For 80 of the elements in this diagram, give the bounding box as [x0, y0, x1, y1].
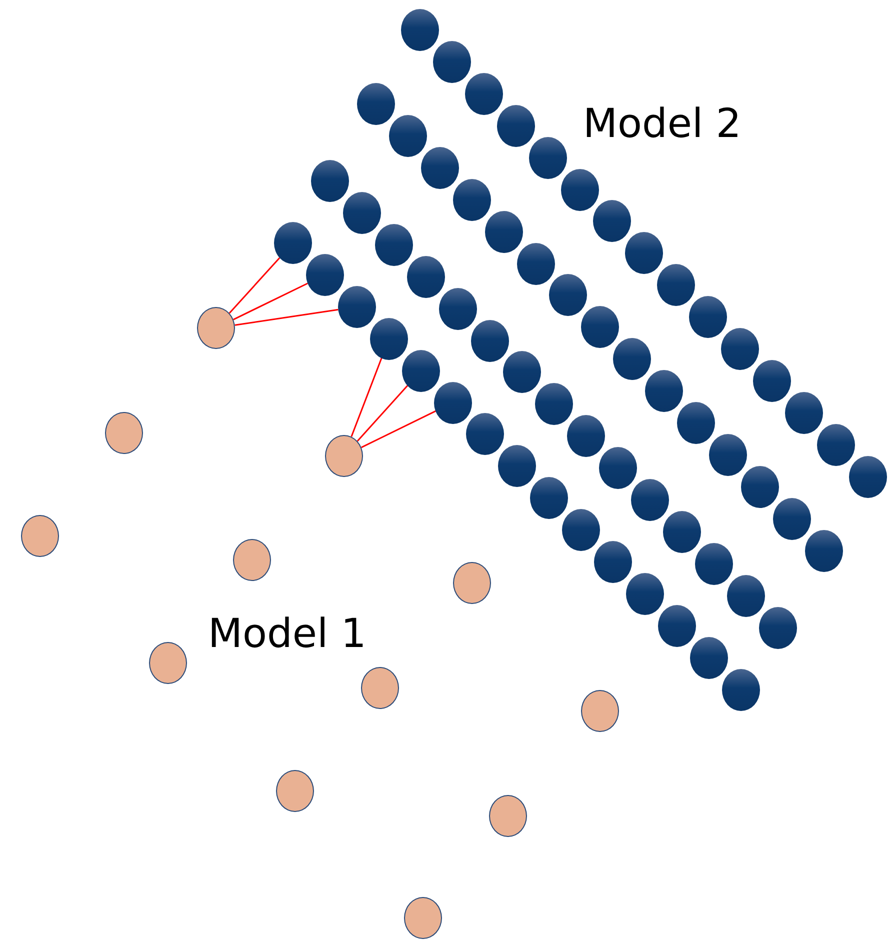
node-circle	[689, 296, 727, 338]
node-circle	[690, 636, 728, 679]
node-circle	[773, 498, 811, 540]
model-label: Model 1	[208, 614, 366, 654]
node-circle	[439, 288, 477, 330]
node-circle	[357, 83, 395, 125]
node-circle	[404, 897, 442, 939]
node-circle	[631, 479, 669, 521]
node-circle	[325, 435, 363, 477]
connector-line	[350, 358, 382, 437]
node-circle	[466, 413, 504, 456]
node-circle	[805, 530, 843, 572]
node-circle	[401, 9, 439, 51]
node-circle	[370, 318, 408, 360]
node-circle	[657, 264, 695, 306]
node-circle	[375, 224, 413, 266]
node-circle	[471, 320, 509, 362]
node-circle	[695, 542, 733, 585]
node-circle	[562, 509, 600, 552]
node-circle	[498, 445, 536, 488]
node-circle	[663, 510, 701, 553]
connector-line	[234, 308, 338, 326]
node-circle	[233, 539, 271, 581]
node-circle	[361, 667, 399, 709]
node-circle	[759, 606, 797, 649]
node-circle	[567, 415, 605, 458]
node-circle	[658, 604, 696, 647]
node-circle	[434, 382, 472, 424]
node-circle	[721, 328, 759, 370]
node-circle	[343, 192, 381, 234]
node-circle	[197, 307, 235, 349]
node-circle	[421, 146, 459, 189]
node-circle	[433, 40, 471, 83]
node-circle	[581, 690, 619, 732]
node-circle	[503, 351, 541, 394]
node-circle	[407, 256, 445, 298]
node-circle	[453, 178, 491, 221]
connector-line	[233, 282, 308, 320]
node-circle	[549, 274, 587, 316]
node-circle	[727, 574, 765, 617]
node-circle	[517, 242, 555, 284]
node-circle	[613, 338, 651, 380]
node-circle	[21, 515, 59, 557]
node-circle	[311, 160, 349, 202]
node-circle	[535, 383, 573, 426]
node-circle	[276, 770, 314, 812]
node-circle	[306, 254, 344, 296]
node-circle	[497, 104, 535, 147]
node-circle	[599, 447, 637, 490]
node-circle	[722, 668, 760, 711]
node-circle	[817, 424, 855, 466]
node-circle	[645, 370, 683, 412]
node-circle	[338, 286, 376, 328]
node-circle	[402, 350, 440, 392]
node-circle	[389, 114, 427, 157]
node-circle	[581, 306, 619, 348]
node-circle	[626, 572, 664, 615]
node-circle	[529, 136, 567, 179]
node-circle	[561, 168, 599, 210]
node-circle	[485, 210, 523, 253]
node-circle	[149, 642, 187, 684]
connector-line	[356, 384, 408, 442]
node-circle	[593, 200, 631, 242]
node-circle	[625, 232, 663, 274]
node-circle	[677, 402, 715, 444]
node-circle	[741, 466, 779, 508]
node-circle	[594, 541, 632, 583]
connector-line	[228, 257, 280, 314]
model-label: Model 2	[583, 104, 742, 144]
node-circle	[105, 412, 143, 454]
node-circle	[274, 222, 312, 264]
node-circle	[453, 562, 491, 604]
node-circle	[709, 434, 747, 476]
connector-line	[361, 410, 436, 448]
node-circle	[489, 795, 527, 837]
node-circle	[849, 456, 887, 498]
node-circle	[785, 392, 823, 434]
node-circle	[465, 72, 503, 115]
node-circle	[530, 477, 568, 520]
node-circle	[753, 360, 791, 402]
